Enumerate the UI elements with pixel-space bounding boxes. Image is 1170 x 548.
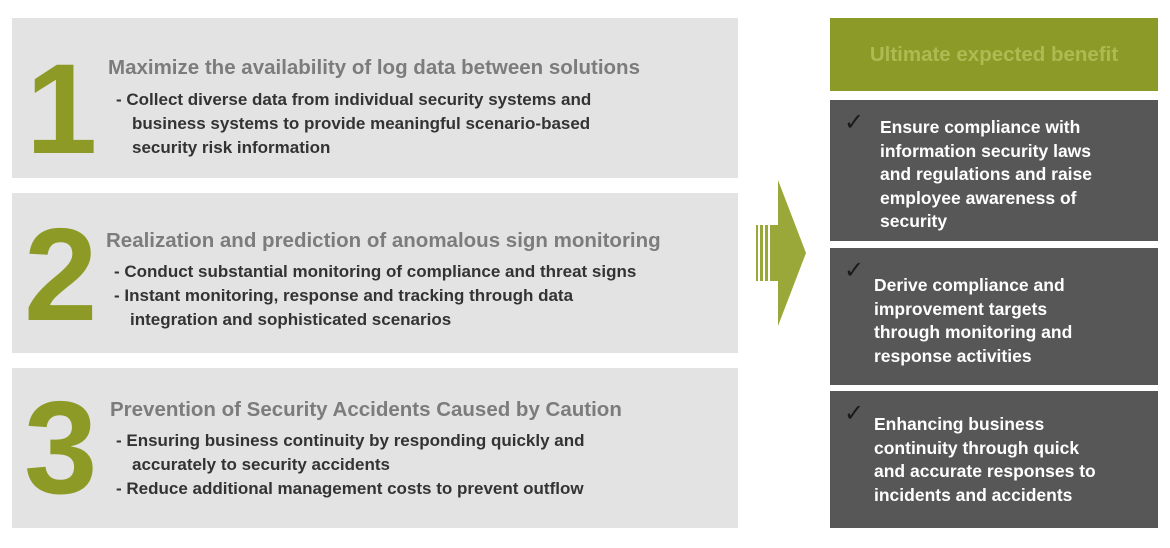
step-number: 2 (24, 201, 98, 348)
right-arrow-icon (756, 180, 806, 326)
bullet-item: - Collect diverse data from individual s… (116, 90, 592, 157)
benefit-box-2: ✓ Derive compliance and improvement targ… (830, 248, 1158, 385)
step-number: 1 (26, 38, 98, 181)
bullet-item: - Reduce additional management costs to … (116, 479, 584, 498)
bullet-item: - Ensuring business continuity by respon… (116, 431, 585, 474)
step-panel-1: 1 Maximize the availability of log data … (12, 18, 738, 178)
step-panel-2: 2 Realization and prediction of anomalou… (12, 193, 738, 353)
check-icon: ✓ (844, 108, 865, 136)
benefit-text: Derive compliance and improvement target… (874, 275, 1073, 366)
benefit-box-1: ✓ Ensure compliance with information sec… (830, 100, 1158, 241)
check-icon: ✓ (844, 256, 865, 284)
check-icon: ✓ (844, 399, 865, 427)
benefit-text: Enhancing business continuity through qu… (874, 414, 1096, 505)
step-title: Realization and prediction of anomalous … (106, 229, 661, 252)
bullet-item: - Instant monitoring, response and track… (114, 286, 574, 329)
bullet-item: - Conduct substantial monitoring of comp… (114, 262, 637, 281)
step-title: Maximize the availability of log data be… (108, 56, 640, 79)
step-number: 3 (24, 374, 98, 521)
step-title: Prevention of Security Accidents Caused … (110, 398, 622, 421)
step-bullets: - Collect diverse data from individual s… (116, 88, 591, 160)
step-bullets: - Conduct substantial monitoring of comp… (114, 260, 636, 332)
step-panel-3: 3 Prevention of Security Accidents Cause… (12, 368, 738, 528)
benefit-text: Ensure compliance with information secur… (880, 117, 1092, 231)
step-bullets: - Ensuring business continuity by respon… (116, 429, 585, 501)
benefit-header: Ultimate expected benefit (830, 18, 1158, 91)
benefit-box-3: ✓ Enhancing business continuity through … (830, 391, 1158, 528)
